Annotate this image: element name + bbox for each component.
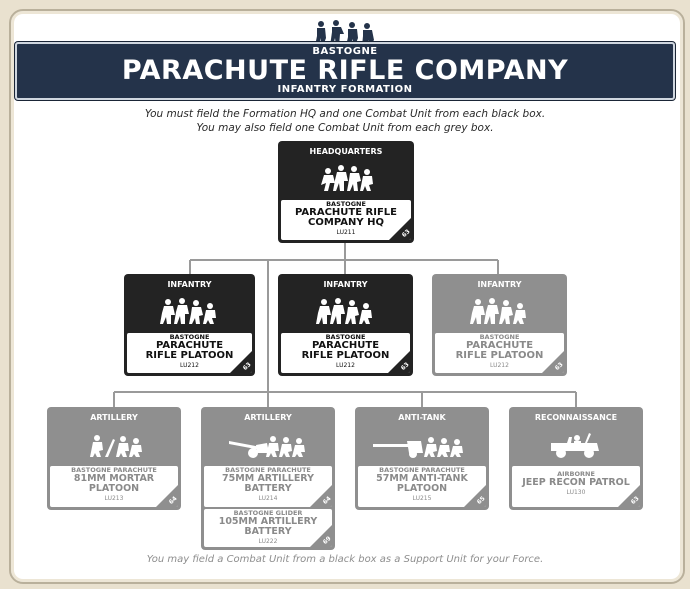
artillery-mortar-box[interactable]: ARTILLERY BASTOGNE PARACHUTE 81MM MORTAR… [47,407,181,510]
page-number: 69 [321,535,333,546]
infantry-squad-icon [316,298,372,324]
box-header: INFANTRY [477,280,522,289]
infantry-box-3[interactable]: INFANTRY BASTOGNE PARACHUTE RIFLE PLATOO… [432,274,567,376]
unit-card-supertitle: BASTOGNE [325,333,366,341]
unit-card-supertitle: AIRBORNE [557,470,595,478]
mortar-team-icon [90,435,142,457]
banner-subtitle-top: BASTOGNE [312,46,378,57]
unit-card-name-line-1: 105MM ARTILLERY [218,516,318,527]
page-number: 64 [321,495,333,506]
unit-card-name-line-2: RIFLE PLATOON [455,350,544,361]
infantry-box-2[interactable]: INFANTRY BASTOGNE PARACHUTE RIFLE PLATOO… [278,274,413,376]
unit-card-name-line-1: PARACHUTE [155,340,224,351]
banner-subtitle-bottom: INFANTRY FORMATION [277,84,413,95]
box-header: ARTILLERY [244,413,292,422]
unit-card-name-line-2: RIFLE PLATOON [145,350,234,361]
unit-card-name-line-1: 75MM ARTILLERY [222,473,314,484]
unit-card-supertitle: BASTOGNE PARACHUTE [225,466,311,474]
unit-card-rifle-platoon[interactable]: BASTOGNE PARACHUTE RIFLE PLATOON LU212 6… [434,332,565,374]
unit-card-supertitle: BASTOGNE PARACHUTE [379,466,465,474]
unit-card-code: LU215 [412,495,432,502]
unit-card-name-line-2: PLATOON [396,483,448,494]
unit-card-anti-tank-platoon[interactable]: BASTOGNE PARACHUTE 57MM ANTI-TANK PLATOO… [357,465,487,508]
page-number: 63 [400,228,412,239]
unit-card-name-line-1: 57MM ANTI-TANK [376,473,468,484]
unit-card-code: LU212 [180,362,199,369]
howitzer-crew-icon [229,436,305,458]
paratrooper-logo-icon [315,20,374,46]
unit-card-name-line-1: PARACHUTE [465,340,534,351]
unit-card-rifle-platoon[interactable]: BASTOGNE PARACHUTE RIFLE PLATOON LU212 6… [280,332,411,374]
infantry-squad-icon [470,298,526,324]
anti-tank-gun-icon [373,437,463,458]
unit-card-supertitle: BASTOGNE GLIDER [233,509,303,517]
unit-card-105mm-battery[interactable]: BASTOGNE GLIDER 105MM ARTILLERY BATTERY … [203,508,333,548]
unit-card-name-line-2: BATTERY [244,483,292,494]
jeep-icon [551,433,599,458]
unit-card-75mm-battery[interactable]: BASTOGNE PARACHUTE 75MM ARTILLERY BATTER… [203,465,333,508]
unit-card-mortar-platoon[interactable]: BASTOGNE PARACHUTE 81MM MORTAR PLATOON L… [49,465,179,508]
unit-card-code: LU130 [566,489,586,496]
unit-card-name-line-1: PARACHUTE RIFLE [294,207,397,218]
unit-card-jeep-recon-patrol[interactable]: AIRBORNE JEEP RECON PATROL LU130 63 [511,465,641,508]
artillery-battery-box[interactable]: ARTILLERY BASTOGNE PARACHUTE 75MM ARTILL… [201,407,335,550]
box-header: ARTILLERY [90,413,138,422]
hq-team-icon [321,165,373,191]
page-number: 64 [167,495,179,506]
unit-card-name-line-1: JEEP RECON PATROL [522,477,630,488]
anti-tank-box[interactable]: ANTI-TANK BASTOGNE PARACHUTE 57MM ANTI-T… [355,407,489,510]
unit-card-code: LU212 [490,362,509,369]
unit-card-name-line-2: PLATOON [88,483,140,494]
unit-card-supertitle: BASTOGNE [326,200,366,208]
page-number: 63 [399,361,411,372]
page-number: 63 [241,361,253,372]
unit-card-code: LU211 [336,229,356,236]
unit-card-code: LU212 [336,362,355,369]
page-number: 65 [475,495,487,506]
infantry-squad-icon [160,298,216,324]
unit-card-name-line-2: COMPANY HQ [308,217,384,228]
unit-card-hq[interactable]: BASTOGNE PARACHUTE RIFLE COMPANY HQ LU21… [280,199,412,241]
unit-card-code: LU213 [104,495,124,502]
box-header: HEADQUARTERS [309,147,383,156]
formation-title: PARACHUTE RIFLE COMPANY [121,55,569,86]
unit-card-name-line-2: BATTERY [244,526,292,537]
intro-line-1: You must field the Formation HQ and one … [144,108,546,120]
unit-card-supertitle: BASTOGNE [479,333,520,341]
unit-card-code: LU222 [258,538,278,545]
formation-banner: BASTOGNE PARACHUTE RIFLE COMPANY INFANTR… [15,42,675,100]
unit-card-rifle-platoon[interactable]: BASTOGNE PARACHUTE RIFLE PLATOON LU212 6… [126,332,253,374]
box-header: ANTI-TANK [398,413,446,422]
unit-card-code: LU214 [258,495,278,502]
box-header: INFANTRY [167,280,212,289]
infantry-box-1[interactable]: INFANTRY BASTOGNE PARACHUTE RIFLE PLATOO… [124,274,255,376]
reconnaissance-box[interactable]: RECONNAISSANCE AIRBORNE JEEP RECON PATRO… [509,407,643,510]
box-header: INFANTRY [323,280,368,289]
support-unit-footnote: You may field a Combat Unit from a black… [146,554,544,565]
unit-card-supertitle: BASTOGNE PARACHUTE [71,466,157,474]
box-header: RECONNAISSANCE [534,413,618,422]
unit-card-supertitle: BASTOGNE [169,333,210,341]
unit-card-name-line-1: 81MM MORTAR [73,473,155,484]
hq-box[interactable]: HEADQUARTERS BASTOGNE PARACHUTE RIFLE CO… [278,141,414,243]
unit-card-name-line-1: PARACHUTE [311,340,380,351]
intro-line-2: You may also field one Combat Unit from … [196,122,494,134]
unit-card-name-line-2: RIFLE PLATOON [301,350,390,361]
page-number: 63 [553,361,565,372]
page-number: 63 [629,495,641,506]
